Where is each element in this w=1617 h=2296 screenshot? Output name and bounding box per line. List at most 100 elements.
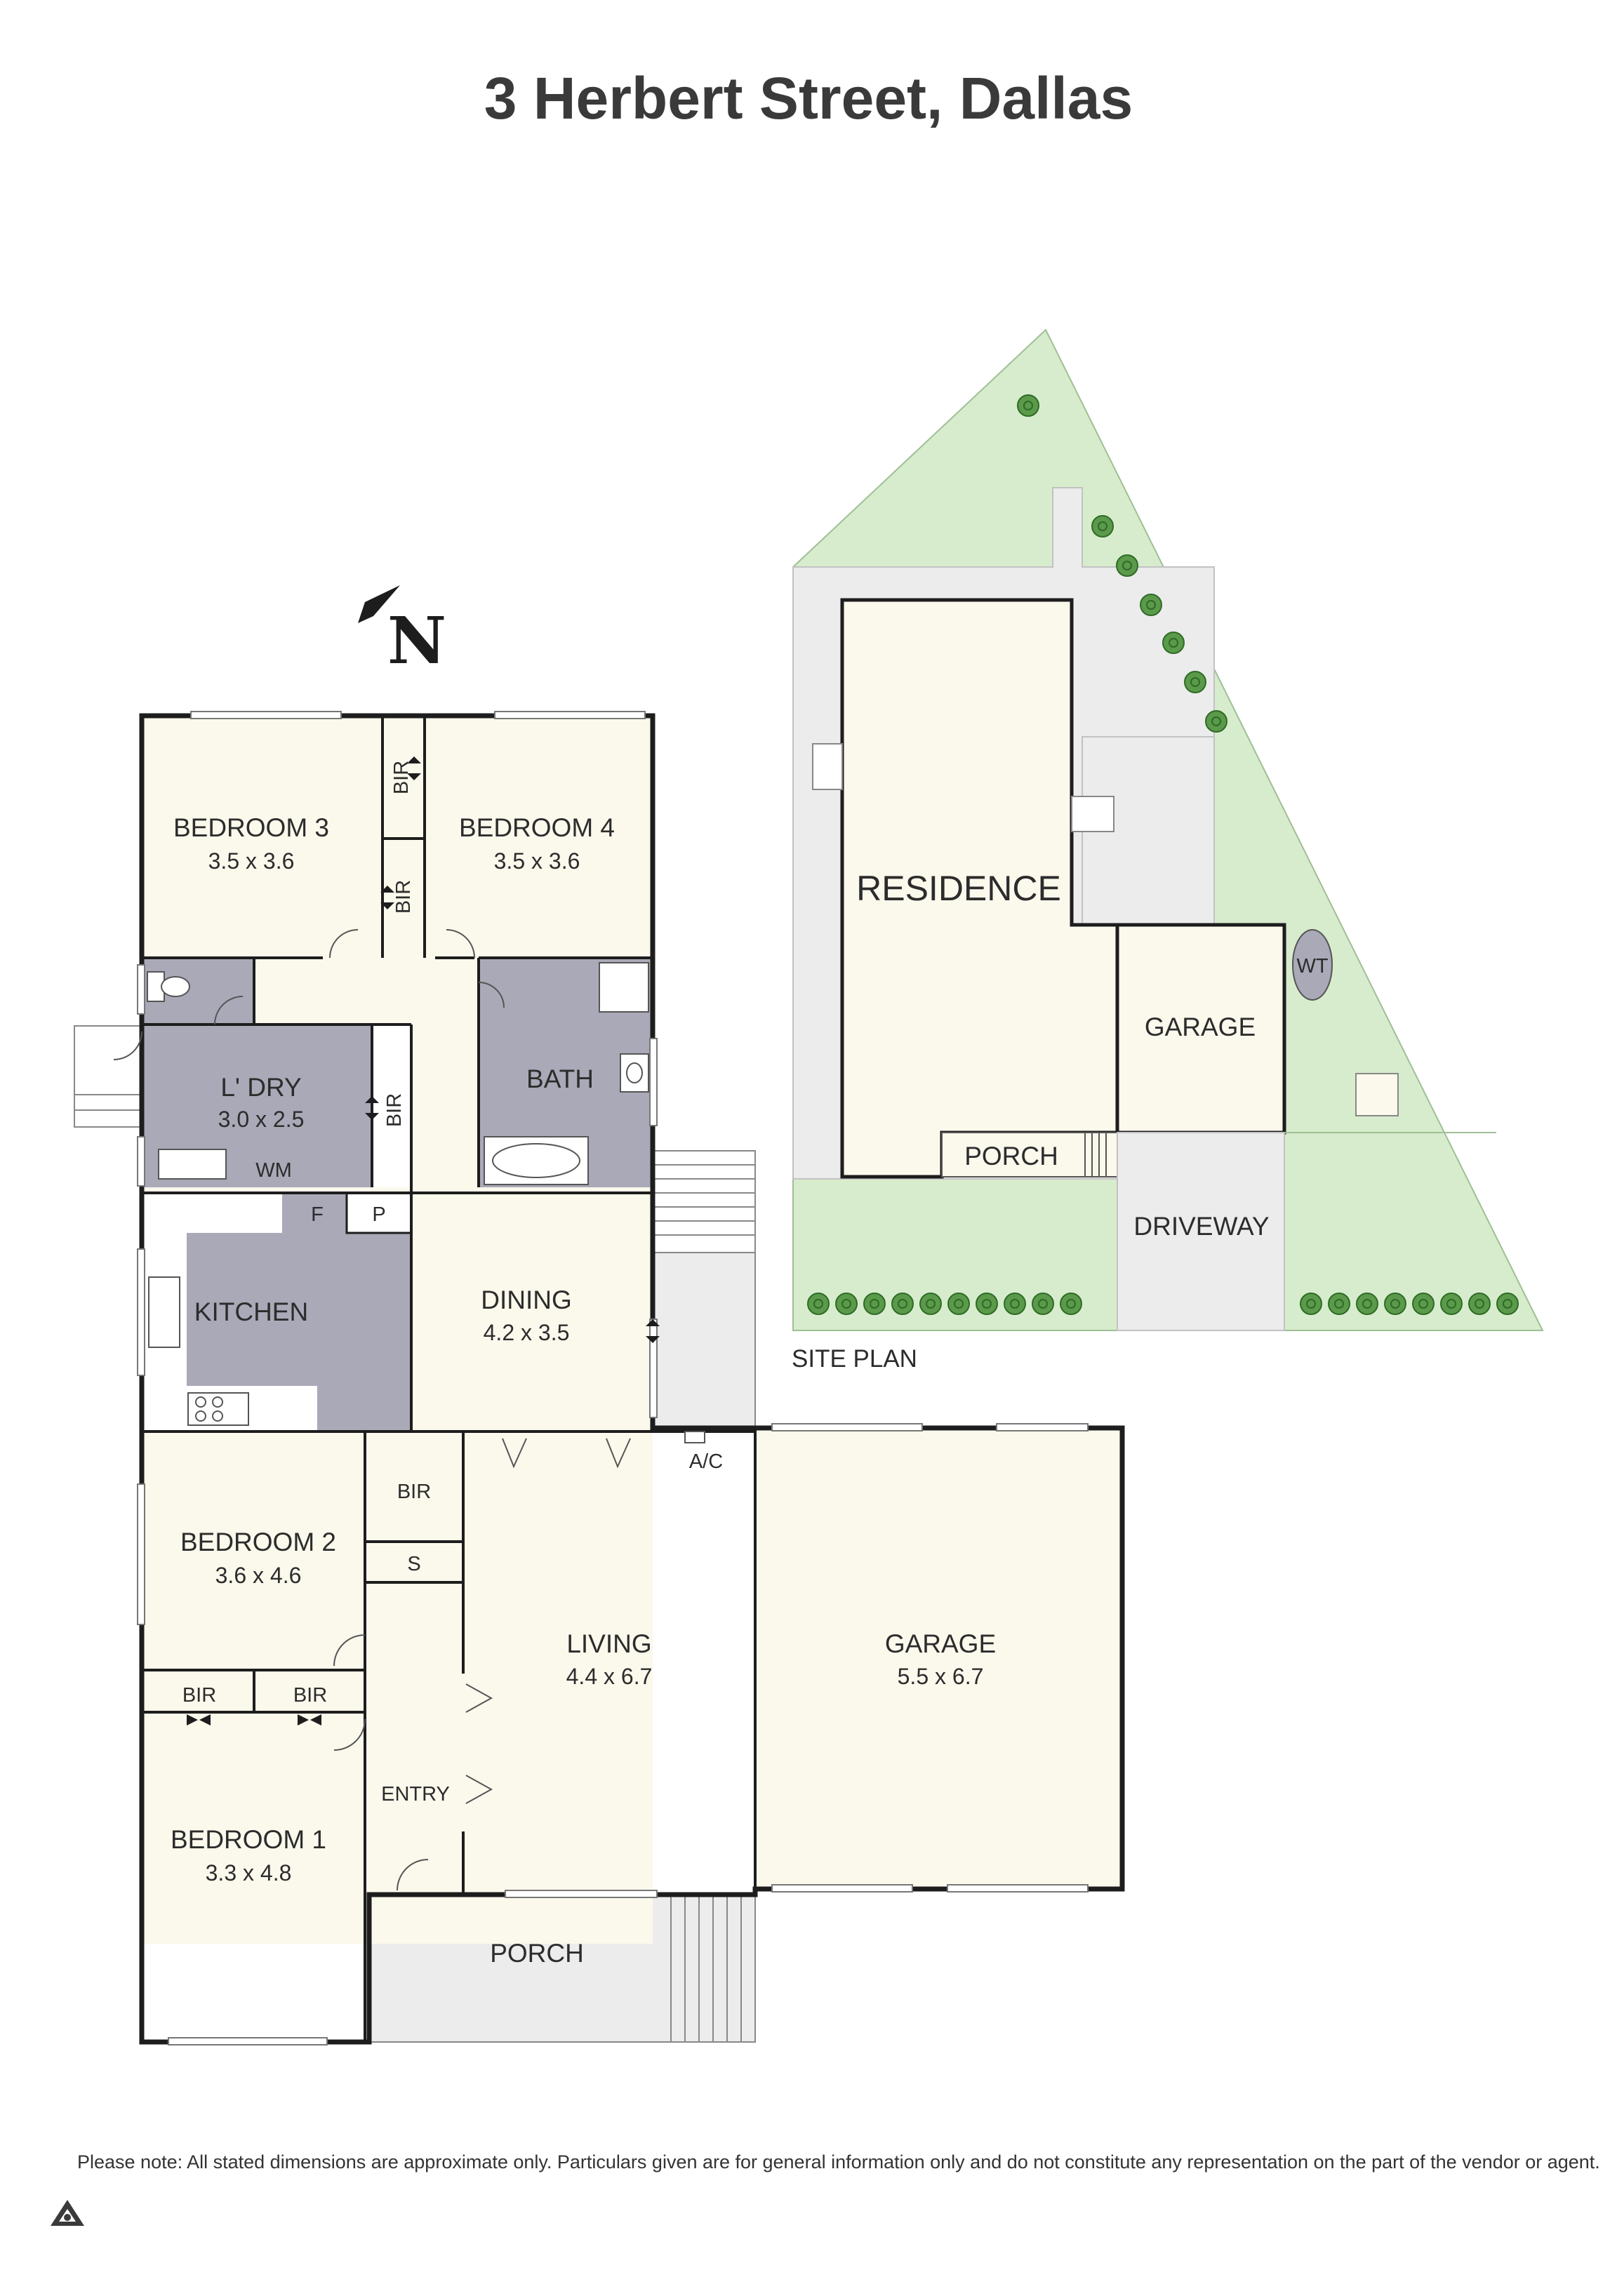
tree-icon: [807, 1293, 830, 1315]
pantry-label: P: [372, 1203, 385, 1226]
tree-icon: [1390, 1299, 1400, 1309]
living-dims: 4.4 x 6.7: [566, 1664, 653, 1689]
site-driveway-label: DRIVEWAY: [1133, 1212, 1269, 1241]
bedroom4-dims: 3.5 x 3.6: [494, 848, 580, 874]
tree-icon: [1169, 638, 1178, 648]
tree-icon: [1162, 632, 1185, 654]
tree-icon: [1328, 1293, 1350, 1315]
tree-icon: [1446, 1299, 1456, 1309]
tree-icon: [1116, 554, 1138, 577]
house-floor-plan: BEDROOM 3 3.5 x 3.6 BEDROOM 4 3.5 x 3.6 …: [74, 711, 1125, 2045]
bir-b-label: BIR: [293, 1684, 327, 1707]
north-label: N: [387, 603, 446, 679]
north-arrow-icon: N: [358, 585, 446, 679]
tree-icon: [1023, 401, 1033, 411]
site-plan: RESIDENCE GARAGE PORCH DRIVEWAY WT SITE …: [792, 328, 1544, 1373]
bedroom2-dims: 3.6 x 4.6: [215, 1563, 302, 1588]
tree-icon: [1205, 710, 1227, 733]
tree-icon: [1184, 671, 1206, 693]
tree-icon: [1091, 515, 1114, 538]
tree-icon: [1017, 394, 1039, 417]
tree-icon: [863, 1293, 886, 1315]
tree-icon: [1032, 1293, 1054, 1315]
tree-icon: [1211, 716, 1221, 726]
tree-icon: [891, 1293, 914, 1315]
bir-mid-label: BIR: [392, 880, 415, 914]
bedroom3-dims: 3.5 x 3.6: [208, 848, 295, 874]
site-porch: [941, 1132, 1118, 1177]
garage-dims: 5.5 x 6.7: [898, 1664, 984, 1689]
tree-icon: [841, 1299, 851, 1309]
ac-label: A/C: [689, 1450, 723, 1473]
tree-icon: [1004, 1293, 1026, 1315]
laundry-dims: 3.0 x 2.5: [218, 1107, 305, 1132]
tree-icon: [1038, 1299, 1048, 1309]
tree-icon: [947, 1293, 970, 1315]
entry-label: ENTRY: [381, 1783, 450, 1806]
tree-icon: [1475, 1299, 1484, 1309]
bedroom3-label: BEDROOM 3: [173, 813, 329, 842]
living-label: LIVING: [566, 1629, 651, 1658]
page-title: 3 Herbert Street, Dallas: [484, 65, 1133, 131]
tree-icon: [898, 1299, 907, 1309]
tree-icon: [813, 1299, 823, 1309]
site-garage-label: GARAGE: [1145, 1013, 1256, 1041]
dining-label: DINING: [481, 1286, 572, 1314]
tree-icon: [1122, 561, 1132, 570]
tree-icon: [1300, 1293, 1322, 1315]
disclaimer-text: Please note: All stated dimensions are a…: [77, 2151, 1600, 2172]
site-plan-label: SITE PLAN: [792, 1345, 917, 1373]
bedroom1-dims: 3.3 x 4.8: [206, 1860, 292, 1885]
tree-icon: [1146, 600, 1156, 610]
tree-icon: [919, 1293, 942, 1315]
tree-icon: [1010, 1299, 1020, 1309]
tree-icon: [1412, 1293, 1435, 1315]
storage-label: S: [407, 1553, 420, 1575]
tree-icon: [1468, 1293, 1491, 1315]
tree-icon: [954, 1299, 964, 1309]
tree-icon: [835, 1293, 858, 1315]
side-deck: [652, 1252, 756, 1429]
tree-icon: [1362, 1299, 1372, 1309]
tree-icon: [1384, 1293, 1406, 1315]
tree-icon: [976, 1293, 998, 1315]
tree-icon: [982, 1299, 992, 1309]
bir-bedroom2-label: BIR: [397, 1481, 431, 1503]
bedroom4-label: BEDROOM 4: [459, 813, 615, 842]
tree-icon: [1098, 521, 1107, 531]
bath-label: BATH: [526, 1064, 594, 1093]
wm-label: WM: [255, 1159, 292, 1182]
bir-top-label: BIR: [390, 761, 413, 794]
tree-icon: [1418, 1299, 1428, 1309]
site-porch-label: PORCH: [964, 1142, 1058, 1170]
tree-icon: [1190, 677, 1200, 687]
garage-label: GARAGE: [885, 1629, 996, 1658]
agency-logo-icon: [51, 2200, 84, 2226]
tree-icon: [926, 1299, 936, 1309]
tree-icon: [1496, 1293, 1519, 1315]
tree-icon: [870, 1299, 879, 1309]
bedroom2-label: BEDROOM 2: [180, 1528, 336, 1556]
water-tank: [1292, 929, 1333, 1001]
bir-a-label: BIR: [182, 1684, 216, 1707]
tree-icon: [1066, 1299, 1076, 1309]
tree-icon: [1306, 1299, 1316, 1309]
fridge-label: F: [311, 1203, 324, 1226]
site-trees: [807, 394, 1519, 1315]
site-driveway: [1117, 1132, 1285, 1331]
tree-icon: [1140, 594, 1162, 616]
tree-icon: [1060, 1293, 1082, 1315]
tree-icon: [1503, 1299, 1512, 1309]
site-residence-label: RESIDENCE: [856, 869, 1061, 908]
site-wt-label: WT: [1296, 955, 1328, 977]
tree-icon: [1356, 1293, 1378, 1315]
bir-laundry-label: BIR: [383, 1093, 406, 1127]
bedroom1-label: BEDROOM 1: [171, 1825, 326, 1854]
kitchen-label: KITCHEN: [194, 1297, 308, 1326]
porch-label: PORCH: [490, 1939, 584, 1968]
tree-icon: [1440, 1293, 1463, 1315]
tree-icon: [1334, 1299, 1344, 1309]
laundry-label: L' DRY: [220, 1073, 301, 1102]
dining-dims: 4.2 x 3.5: [484, 1320, 570, 1345]
